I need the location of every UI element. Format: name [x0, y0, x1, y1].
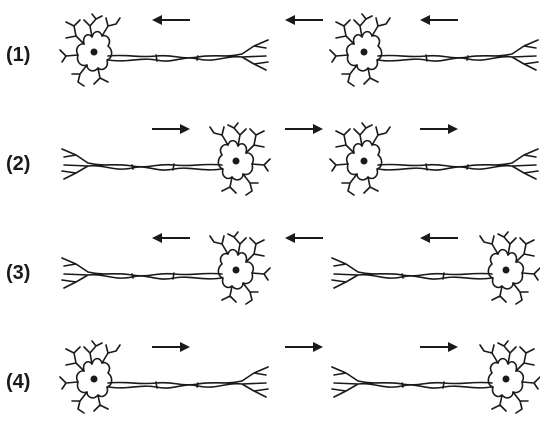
- arrow-4-1-right-icon: [152, 342, 190, 352]
- neuron-3-2: [331, 231, 540, 305]
- neuron-row-1: (1): [0, 0, 540, 107]
- axon-icon: [107, 39, 269, 71]
- neuron-1-2: [329, 13, 539, 87]
- nucleus-icon: [232, 266, 240, 274]
- arrow-2-1-right-icon: [152, 124, 190, 134]
- dendrites-icon: [329, 13, 391, 87]
- dendrites-icon: [329, 122, 391, 196]
- dendrites-icon: [59, 13, 121, 87]
- neuron-3-1: [61, 231, 271, 305]
- axon-icon: [331, 366, 493, 398]
- neuron-pair-1: [59, 13, 539, 87]
- arrow-3-3-left-icon: [420, 233, 458, 243]
- row-label-1: (1): [6, 44, 31, 66]
- nucleus-icon: [360, 48, 368, 56]
- neuron-1-1: [59, 13, 269, 87]
- arrow-3-1-left-icon: [152, 233, 190, 243]
- arrow-2-3-right-icon: [420, 124, 458, 134]
- neuron-pair-4: [59, 340, 540, 414]
- axon-icon: [61, 257, 223, 289]
- dendrites-icon: [209, 122, 271, 196]
- neuron-pair-2: [61, 122, 539, 196]
- arrow-3-2-left-icon: [285, 233, 323, 243]
- row-label-2: (2): [6, 153, 31, 175]
- nucleus-icon: [360, 157, 368, 165]
- neuron-row-4: (4): [0, 327, 540, 428]
- nucleus-icon: [232, 157, 240, 165]
- nucleus-icon: [90, 375, 98, 383]
- neuron-4-1: [59, 340, 269, 414]
- axon-icon: [331, 257, 493, 289]
- axon-icon: [377, 148, 539, 180]
- dendrites-icon: [209, 231, 271, 305]
- arrow-4-2-right-icon: [285, 342, 323, 352]
- neuron-pair-3: [61, 231, 540, 305]
- neuron-row-3: (3): [0, 218, 540, 325]
- arrow-4-3-right-icon: [420, 342, 458, 352]
- row-label-4: (4): [6, 371, 31, 393]
- arrow-1-2-left-icon: [285, 15, 323, 25]
- axon-icon: [61, 148, 223, 180]
- neuron-row-2: (2): [0, 109, 540, 216]
- arrow-1-1-left-icon: [152, 15, 190, 25]
- arrow-1-3-left-icon: [420, 15, 458, 25]
- row-label-3: (3): [6, 262, 31, 284]
- axon-icon: [107, 366, 269, 398]
- dendrites-icon: [479, 231, 540, 305]
- arrow-2-2-right-icon: [285, 124, 323, 134]
- dendrites-icon: [479, 340, 540, 414]
- nucleus-icon: [502, 266, 510, 274]
- nucleus-icon: [90, 48, 98, 56]
- dendrites-icon: [59, 340, 121, 414]
- neuron-2-2: [329, 122, 539, 196]
- neuron-2-1: [61, 122, 271, 196]
- neuron-4-2: [331, 340, 540, 414]
- axon-icon: [377, 39, 539, 71]
- nucleus-icon: [502, 375, 510, 383]
